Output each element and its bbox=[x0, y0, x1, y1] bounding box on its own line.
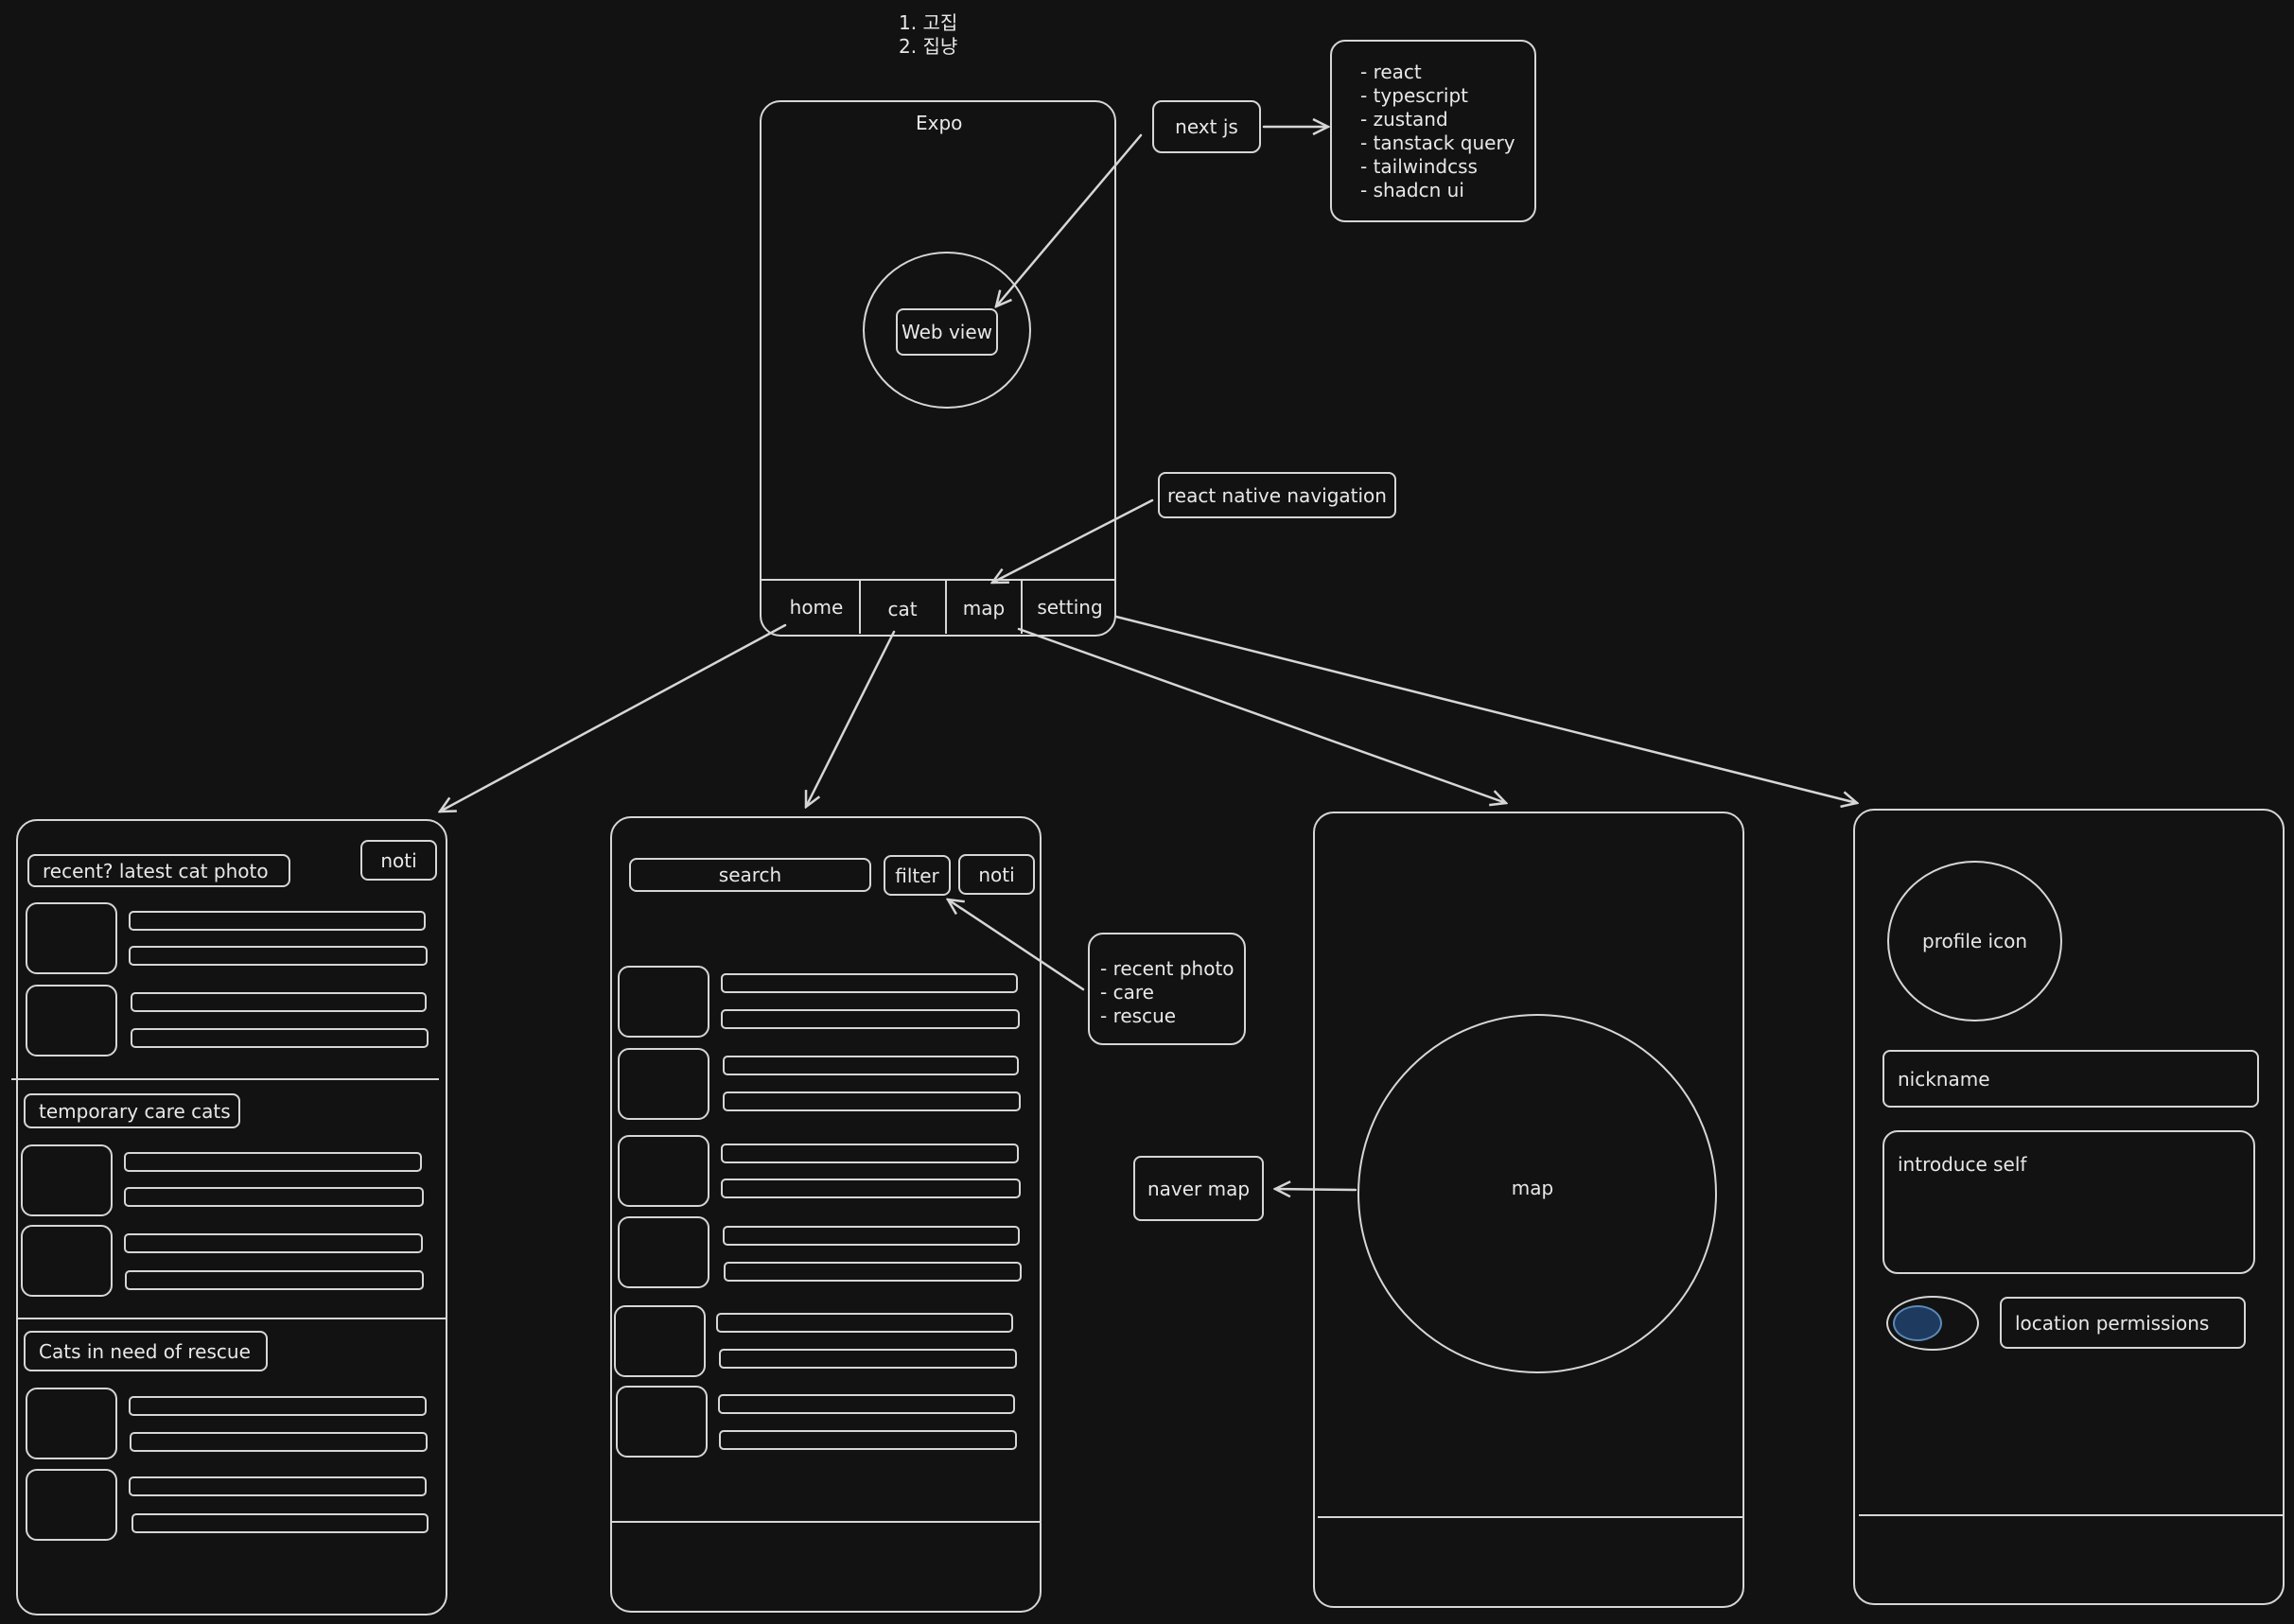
cat-thumb-3[interactable] bbox=[618, 1135, 709, 1207]
cat-screen-frame bbox=[610, 816, 1042, 1613]
location-permissions-label: location permissions bbox=[2000, 1297, 2246, 1349]
cat-bar-5b bbox=[719, 1349, 1017, 1369]
home-bar-5b bbox=[130, 1432, 428, 1452]
nextjs-box: next js bbox=[1152, 100, 1261, 153]
nickname-field[interactable]: nickname bbox=[1882, 1050, 2259, 1108]
cat-thumb-4[interactable] bbox=[618, 1216, 709, 1288]
cat-thumb-6[interactable] bbox=[616, 1386, 708, 1458]
note-1: 1. 고집 bbox=[899, 11, 958, 34]
map-label: map bbox=[1511, 1177, 1554, 1199]
cat-bar-1a bbox=[721, 973, 1018, 993]
expo-title: Expo bbox=[916, 112, 963, 134]
navigation-box: react native navigation bbox=[1158, 472, 1396, 518]
tabbar-divider bbox=[760, 579, 1116, 581]
cat-bar-5a bbox=[716, 1313, 1013, 1333]
home-bar-4a bbox=[124, 1233, 423, 1253]
webview-label: Web view bbox=[896, 308, 998, 356]
filter-option-recent: - recent photo bbox=[1100, 957, 1235, 980]
filter-options-box: - recent photo - care - rescue bbox=[1088, 933, 1246, 1045]
map-circle bbox=[1357, 1014, 1717, 1373]
home-thumb-1[interactable] bbox=[26, 902, 117, 974]
filter-option-rescue: - rescue bbox=[1100, 1004, 1177, 1027]
home-bar-2a bbox=[131, 992, 427, 1012]
cat-bar-2b bbox=[723, 1091, 1021, 1111]
map-screen-frame bbox=[1313, 812, 1744, 1608]
home-screen-frame bbox=[16, 819, 447, 1615]
profile-icon[interactable]: profile icon bbox=[1887, 861, 2062, 1022]
arrow-cat bbox=[806, 630, 896, 807]
home-noti-button[interactable]: noti bbox=[360, 840, 437, 881]
home-bar-3a bbox=[124, 1152, 422, 1172]
cat-thumb-5[interactable] bbox=[614, 1305, 706, 1377]
tab-map[interactable]: map bbox=[962, 597, 1006, 620]
note-2: 2. 집냥 bbox=[899, 35, 958, 58]
cat-bottom-bar bbox=[612, 1521, 1041, 1523]
home-bar-6a bbox=[129, 1476, 427, 1496]
naver-map-box: naver map bbox=[1133, 1156, 1264, 1221]
home-thumb-4[interactable] bbox=[21, 1225, 113, 1297]
cat-bar-3b bbox=[721, 1179, 1021, 1198]
toggle-knob bbox=[1893, 1305, 1942, 1341]
tab-divider-2 bbox=[945, 581, 947, 634]
cat-bar-2a bbox=[723, 1056, 1019, 1075]
home-bar-3b bbox=[124, 1187, 424, 1207]
tab-divider-1 bbox=[859, 581, 861, 634]
setting-screen-frame bbox=[1853, 809, 2285, 1605]
stack-zustand: - zustand bbox=[1360, 108, 1448, 131]
tab-setting[interactable]: setting bbox=[1037, 596, 1103, 619]
expo-phone-frame bbox=[760, 100, 1116, 637]
home-thumb-6[interactable] bbox=[26, 1469, 117, 1541]
stack-react: - react bbox=[1360, 61, 1422, 83]
home-section-rescue: Cats in need of rescue bbox=[24, 1331, 268, 1371]
home-bar-1a bbox=[129, 911, 426, 931]
cat-bar-6b bbox=[719, 1430, 1017, 1450]
stack-tanstack: - tanstack query bbox=[1360, 131, 1515, 154]
cat-bar-6a bbox=[718, 1394, 1015, 1414]
home-bar-2b bbox=[131, 1028, 429, 1048]
cat-search-input[interactable]: search bbox=[629, 858, 871, 892]
cat-bar-4b bbox=[724, 1262, 1022, 1282]
arrow-home bbox=[440, 623, 787, 812]
cat-thumb-2[interactable] bbox=[618, 1048, 709, 1120]
arrow-map bbox=[1017, 627, 1506, 803]
cat-bar-4a bbox=[723, 1226, 1020, 1246]
stack-typescript: - typescript bbox=[1360, 84, 1468, 107]
filter-option-care: - care bbox=[1100, 981, 1154, 1004]
webview-circle bbox=[863, 252, 1031, 409]
map-bottom-bar bbox=[1318, 1516, 1743, 1518]
tab-home[interactable]: home bbox=[789, 596, 844, 619]
stack-shadcn: - shadcn ui bbox=[1360, 179, 1464, 201]
home-thumb-5[interactable] bbox=[26, 1388, 117, 1459]
cat-bar-1b bbox=[721, 1009, 1020, 1029]
cat-thumb-1[interactable] bbox=[618, 966, 709, 1038]
home-bar-1b bbox=[129, 946, 428, 966]
tab-divider-3 bbox=[1021, 581, 1023, 634]
home-thumb-3[interactable] bbox=[21, 1144, 113, 1216]
setting-bottom-bar bbox=[1859, 1514, 2285, 1516]
stack-tailwind: - tailwindcss bbox=[1360, 155, 1478, 178]
home-divider-1 bbox=[11, 1078, 439, 1080]
home-thumb-2[interactable] bbox=[26, 985, 117, 1056]
introduce-field[interactable]: introduce self bbox=[1882, 1130, 2255, 1274]
home-bar-5a bbox=[129, 1396, 427, 1416]
cat-noti-button[interactable]: noti bbox=[958, 854, 1035, 895]
home-bar-4b bbox=[125, 1270, 424, 1290]
home-section-recent: recent? latest cat photo bbox=[27, 854, 290, 887]
tab-cat[interactable]: cat bbox=[887, 598, 918, 620]
home-section-temp: temporary care cats bbox=[24, 1093, 240, 1128]
arrow-setting bbox=[1114, 615, 1857, 803]
home-bar-6b bbox=[131, 1513, 429, 1533]
cat-filter-button[interactable]: filter bbox=[884, 855, 951, 896]
location-toggle[interactable] bbox=[1886, 1296, 1979, 1351]
cat-bar-3a bbox=[721, 1144, 1019, 1163]
tech-stack-box: - react - typescript - zustand - tanstac… bbox=[1330, 40, 1536, 222]
home-divider-2 bbox=[18, 1318, 447, 1319]
